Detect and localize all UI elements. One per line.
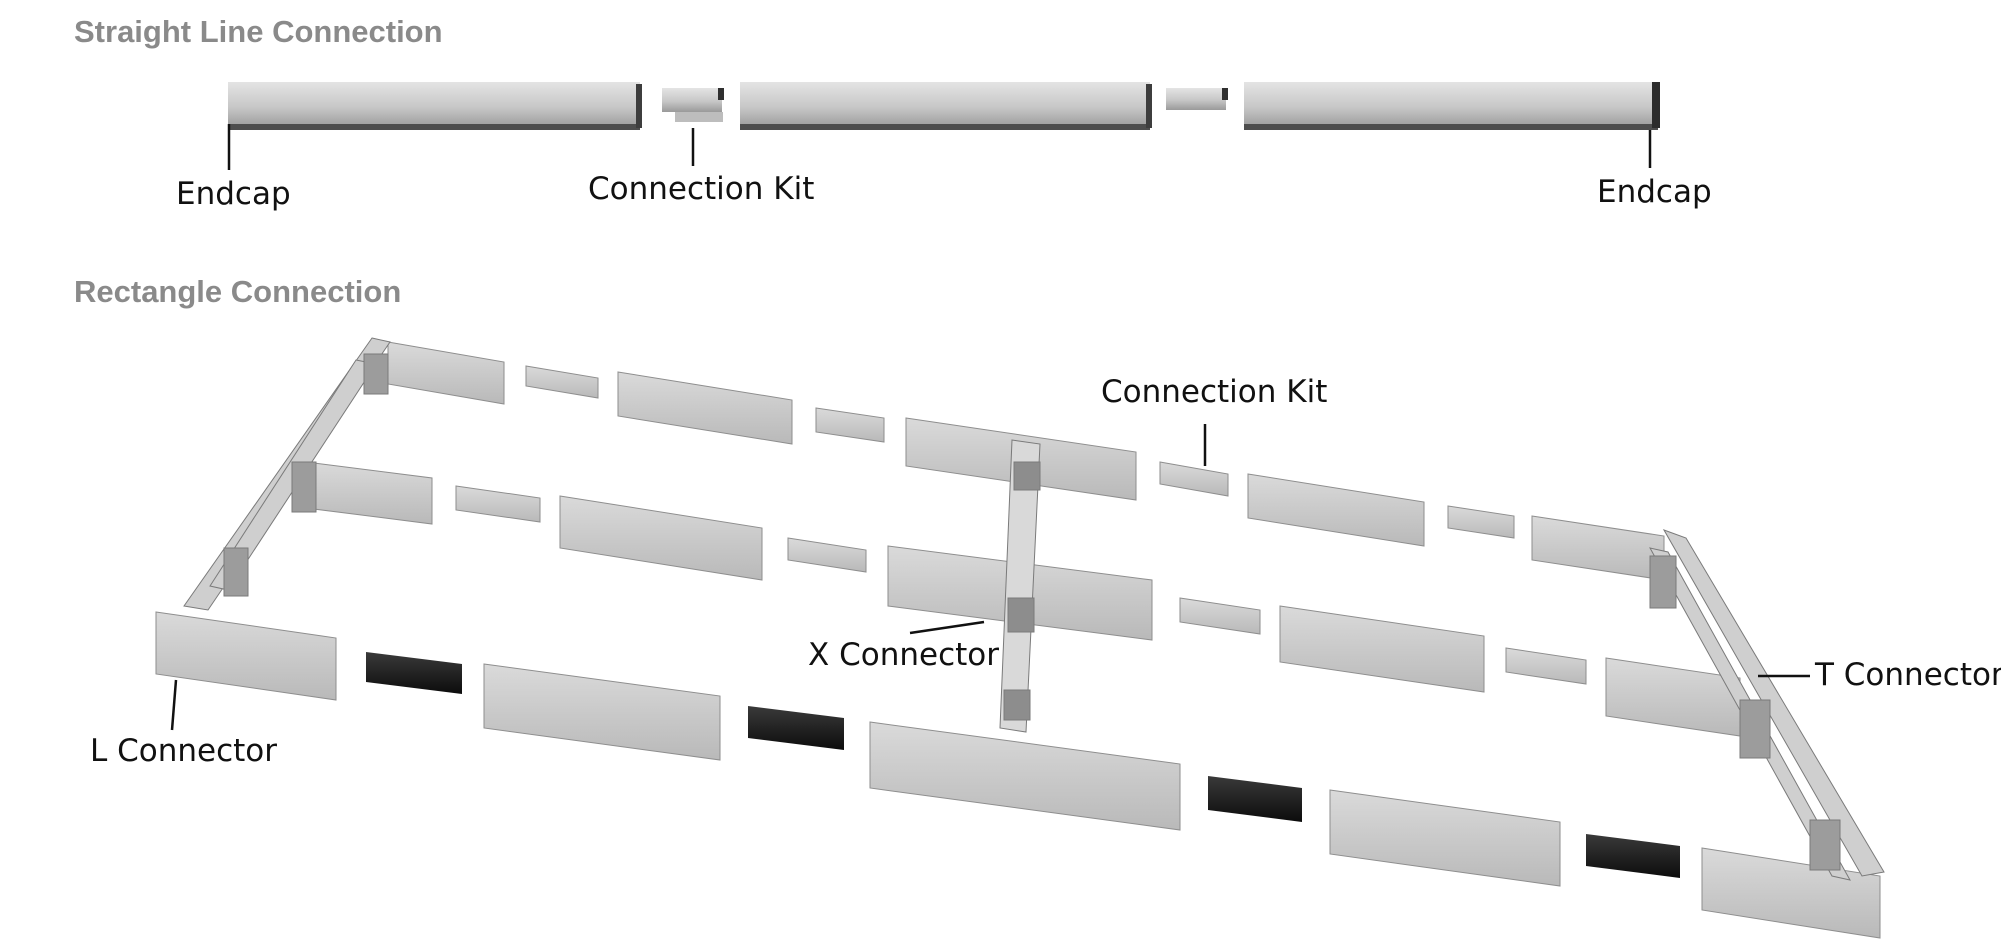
label-endcap-left: Endcap bbox=[176, 176, 291, 212]
label-x-connector: X Connector bbox=[808, 637, 999, 673]
connection-kit-piece-1 bbox=[662, 88, 724, 122]
center-rail bbox=[999, 439, 1041, 733]
label-endcap-right: Endcap bbox=[1597, 174, 1712, 210]
bottom-row-connection-kits bbox=[366, 652, 1680, 878]
top-row-profiles bbox=[387, 341, 1665, 581]
label-rect-connection-kit: Connection Kit bbox=[1101, 374, 1328, 410]
profile-bar-2 bbox=[740, 82, 1152, 130]
leader-l-connector bbox=[170, 679, 178, 731]
profile-bar-3 bbox=[1244, 82, 1660, 130]
section-title-rectangle: Rectangle Connection bbox=[74, 274, 402, 309]
connection-kit-piece-2 bbox=[1166, 88, 1228, 110]
middle-row-profiles bbox=[305, 461, 1741, 737]
label-connection-kit: Connection Kit bbox=[588, 171, 815, 207]
leader-x-connector bbox=[909, 620, 985, 635]
right-rail bbox=[1649, 529, 1885, 881]
section-title-straight: Straight Line Connection bbox=[74, 14, 443, 49]
label-t-connector: T Connector bbox=[1815, 657, 2001, 693]
label-l-connector: L Connector bbox=[90, 733, 278, 769]
bottom-row-profiles bbox=[155, 611, 1881, 939]
left-rail bbox=[183, 337, 391, 611]
profile-bar-1 bbox=[228, 82, 642, 130]
